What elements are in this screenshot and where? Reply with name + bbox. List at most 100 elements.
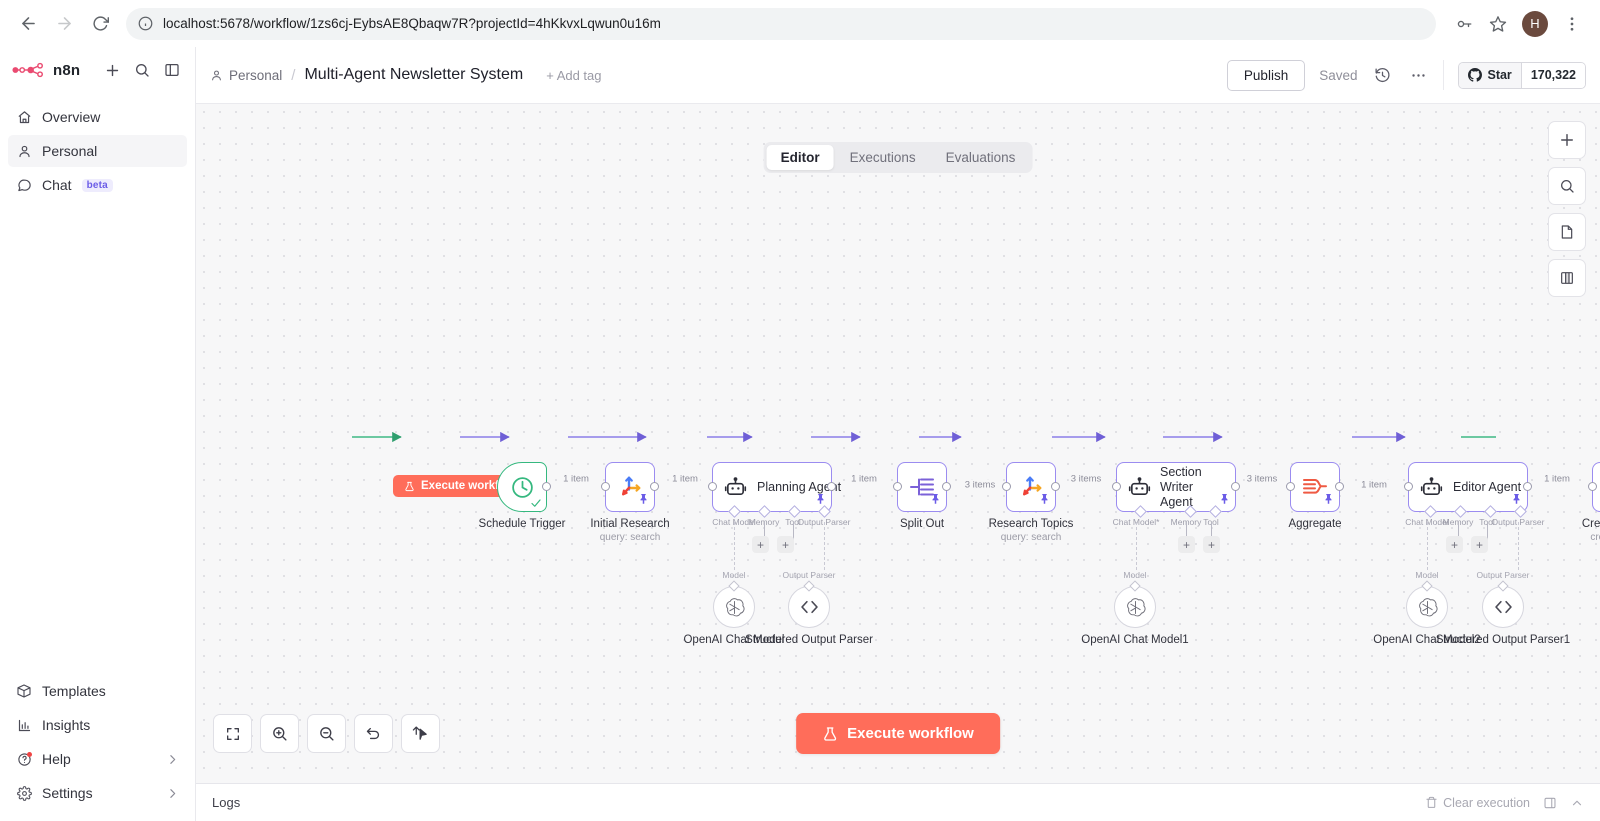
node-input-port[interactable] bbox=[1404, 482, 1413, 491]
add-memory-button[interactable]: + bbox=[752, 536, 769, 553]
sub-port-chat-model[interactable] bbox=[728, 505, 741, 518]
sub-port-tool[interactable] bbox=[1484, 505, 1497, 518]
node-input-port[interactable] bbox=[1588, 482, 1597, 491]
search-icon[interactable] bbox=[131, 59, 153, 81]
breadcrumb-project[interactable]: Personal bbox=[210, 68, 282, 83]
node-create-a-draft[interactable]: Create a draft create: draft bbox=[1582, 462, 1600, 543]
zoom-in-icon[interactable] bbox=[260, 714, 299, 753]
flask-icon bbox=[404, 481, 415, 492]
node-output-port[interactable] bbox=[542, 482, 551, 491]
tab-executions[interactable]: Executions bbox=[849, 150, 916, 165]
sub-node-openai-chat-model2[interactable]: OpenAI Chat Model2 bbox=[1373, 580, 1481, 646]
more-horizontal-icon[interactable] bbox=[1407, 64, 1429, 86]
sub-port-chat-model[interactable] bbox=[1134, 505, 1147, 518]
sidebar-item-overview[interactable]: Overview bbox=[8, 101, 187, 133]
sidebar-item-settings[interactable]: Settings bbox=[8, 777, 187, 809]
node-aggregate[interactable]: Aggregate bbox=[1286, 462, 1344, 530]
node-split-out[interactable]: Split Out bbox=[893, 462, 951, 530]
add-memory-button[interactable]: + bbox=[1178, 536, 1195, 553]
add-tool-button[interactable]: + bbox=[777, 536, 794, 553]
node-input-port[interactable] bbox=[893, 482, 902, 491]
sub-node-openai-chat-model1[interactable]: OpenAI Chat Model1 bbox=[1081, 580, 1189, 646]
add-memory-button[interactable]: + bbox=[1446, 536, 1463, 553]
node-schedule-trigger[interactable]: Schedule Trigger bbox=[479, 462, 565, 530]
page-title[interactable]: Multi-Agent Newsletter System bbox=[304, 66, 524, 83]
node-output-port[interactable] bbox=[1335, 482, 1344, 491]
sub-node-port[interactable] bbox=[1421, 580, 1433, 592]
tidy-up-icon[interactable] bbox=[401, 714, 440, 753]
site-info-icon[interactable] bbox=[138, 16, 153, 31]
toggle-panel-icon[interactable] bbox=[1548, 259, 1586, 297]
sub-port-memory[interactable] bbox=[1454, 505, 1467, 518]
node-research-topics[interactable]: Research Topics query: search bbox=[989, 462, 1073, 543]
logs-bar[interactable]: Logs Clear execution bbox=[196, 783, 1600, 821]
sub-node-structured-output-parser[interactable]: Structured Output Parser bbox=[745, 580, 873, 646]
sub-node-port[interactable] bbox=[1129, 580, 1141, 592]
sub-node-structured-output-parser1[interactable]: Structured Output Parser1 bbox=[1436, 580, 1570, 646]
sub-port-chat-model[interactable] bbox=[1424, 505, 1437, 518]
avatar[interactable]: H bbox=[1522, 10, 1548, 37]
add-icon[interactable] bbox=[101, 59, 123, 81]
reset-zoom-icon[interactable] bbox=[354, 714, 393, 753]
password-key-icon[interactable] bbox=[1448, 8, 1480, 40]
clear-execution-button[interactable]: Clear execution bbox=[1425, 796, 1530, 810]
node-name: Editor Agent bbox=[1453, 480, 1522, 494]
node-planning-agent[interactable]: Planning Agent bbox=[708, 462, 841, 518]
back-icon[interactable] bbox=[12, 8, 44, 40]
node-section-writer-agent[interactable]: Section Writer Agent bbox=[1112, 462, 1240, 518]
bookmark-star-icon[interactable] bbox=[1482, 8, 1514, 40]
node-output-port[interactable] bbox=[1231, 482, 1240, 491]
add-tool-button[interactable]: + bbox=[1471, 536, 1488, 553]
sidebar-item-personal[interactable]: Personal bbox=[8, 135, 187, 167]
sub-node-port[interactable] bbox=[803, 580, 815, 592]
add-node-icon[interactable] bbox=[1548, 121, 1586, 159]
sub-node-openai-chat-model[interactable]: OpenAI Chat Model bbox=[683, 580, 785, 646]
node-output-port[interactable] bbox=[827, 482, 836, 491]
zoom-out-icon[interactable] bbox=[307, 714, 346, 753]
node-input-port[interactable] bbox=[1286, 482, 1295, 491]
node-output-port[interactable] bbox=[650, 482, 659, 491]
sub-node-port[interactable] bbox=[1497, 580, 1509, 592]
node-output-port[interactable] bbox=[1523, 482, 1532, 491]
sub-port-memory[interactable] bbox=[758, 505, 771, 518]
tab-editor[interactable]: Editor bbox=[766, 145, 834, 170]
node-initial-research[interactable]: Initial Research query: search bbox=[590, 462, 670, 543]
sub-port-output-parser[interactable] bbox=[818, 505, 831, 518]
github-star-button[interactable]: Star bbox=[1459, 62, 1521, 88]
history-clock-icon[interactable] bbox=[1371, 64, 1393, 86]
add-tag-button[interactable]: + Add tag bbox=[546, 67, 602, 83]
workflow-canvas[interactable]: Execute workflow Schedule Trigger bbox=[196, 104, 1600, 783]
address-bar[interactable]: localhost:5678/workflow/1zs6cj-EybsAE8Qb… bbox=[126, 7, 1436, 40]
node-output-port[interactable] bbox=[1051, 482, 1060, 491]
sidebar-item-help[interactable]: Help bbox=[8, 743, 187, 775]
node-input-port[interactable] bbox=[1002, 482, 1011, 491]
execute-workflow-chip[interactable]: Execute workflow bbox=[393, 475, 530, 497]
fit-to-view-icon[interactable] bbox=[213, 714, 252, 753]
node-input-port[interactable] bbox=[601, 482, 610, 491]
add-sticky-note-icon[interactable] bbox=[1548, 213, 1586, 251]
sub-node-port-label: Output Parser bbox=[1476, 570, 1530, 580]
publish-button[interactable]: Publish bbox=[1226, 59, 1306, 91]
execute-workflow-button[interactable]: Execute workflow bbox=[796, 713, 1000, 754]
node-input-port[interactable] bbox=[1112, 482, 1121, 491]
add-tool-button[interactable]: + bbox=[1203, 536, 1220, 553]
brand-logo[interactable]: n8n bbox=[12, 62, 93, 79]
sidebar-item-templates[interactable]: Templates bbox=[8, 675, 187, 707]
node-output-port[interactable] bbox=[942, 482, 951, 491]
tab-evaluations[interactable]: Evaluations bbox=[945, 150, 1016, 165]
sub-port-output-parser[interactable] bbox=[1514, 505, 1527, 518]
sidebar-item-chat[interactable]: Chat beta bbox=[8, 169, 187, 201]
open-panel-icon[interactable] bbox=[1543, 796, 1557, 810]
chevron-up-icon[interactable] bbox=[1570, 796, 1584, 810]
github-star-widget[interactable]: Star 170,322 bbox=[1458, 61, 1586, 89]
search-nodes-icon[interactable] bbox=[1548, 167, 1586, 205]
reload-icon[interactable] bbox=[84, 8, 116, 40]
sidebar-item-insights[interactable]: Insights bbox=[8, 709, 187, 741]
node-input-port[interactable] bbox=[708, 482, 717, 491]
user-icon bbox=[16, 143, 32, 159]
sub-node-port[interactable] bbox=[728, 580, 740, 592]
sidebar-toggle-icon[interactable] bbox=[161, 59, 183, 81]
node-editor-agent[interactable]: Editor Agent bbox=[1404, 462, 1532, 518]
sub-port-tool[interactable] bbox=[788, 505, 801, 518]
browser-menu-icon[interactable] bbox=[1556, 8, 1588, 40]
